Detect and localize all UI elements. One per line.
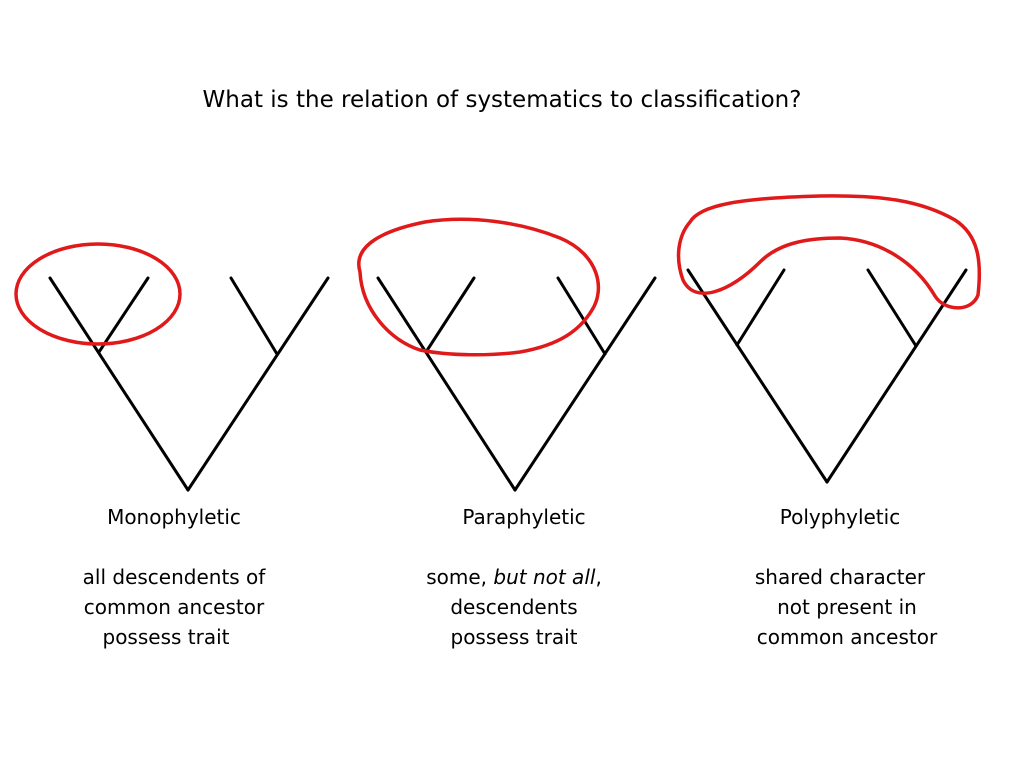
para-description-line-3: possess trait bbox=[450, 625, 578, 649]
heading-monophyletic: Monophyletic bbox=[107, 505, 241, 529]
tree1-trunk-right bbox=[186, 276, 330, 492]
poly-description-line-3: common ancestor bbox=[756, 625, 938, 649]
poly-description-line-2: not present in bbox=[777, 595, 917, 619]
para-suffix: , bbox=[595, 565, 602, 589]
tree1-branch-right bbox=[229, 276, 279, 356]
poly-description-line-1: shared character bbox=[754, 565, 926, 589]
monophyletic-highlight-ellipse bbox=[14, 242, 182, 346]
tree2-trunk-right bbox=[513, 276, 657, 492]
tree1-branch-left bbox=[97, 276, 150, 354]
para-description-line-2: descendents bbox=[450, 595, 578, 619]
tree-monophyletic bbox=[48, 276, 330, 492]
tree3-branch-left bbox=[735, 268, 786, 347]
tree3-branch-right bbox=[866, 268, 918, 348]
slide-title: What is the relation of systematics to c… bbox=[202, 87, 802, 113]
para-prefix: some, bbox=[426, 565, 494, 589]
tree3-trunk-right bbox=[825, 268, 968, 484]
heading-paraphyletic: Paraphyletic bbox=[462, 505, 586, 529]
para-description-line-1: some, but not all, bbox=[364, 562, 664, 592]
tree-paraphyletic bbox=[376, 276, 657, 492]
paraphyletic-highlight-loop bbox=[357, 217, 601, 357]
para-emphasis: but not all bbox=[493, 565, 596, 589]
tree1-trunk-left bbox=[48, 276, 190, 492]
tree2-trunk-left bbox=[376, 276, 517, 492]
caption-paraphyletic: Paraphyletic some, but not all, descende… bbox=[364, 502, 664, 652]
caption-monophyletic: Monophyletic all descendents of common a… bbox=[24, 502, 324, 652]
tree2-branch-right bbox=[556, 276, 607, 356]
tree-polyphyletic bbox=[686, 268, 968, 484]
heading-polyphyletic: Polyphyletic bbox=[779, 505, 901, 529]
tree2-branch-left bbox=[424, 276, 476, 354]
mono-description-line-2: common ancestor bbox=[83, 595, 265, 619]
mono-description-line-3: possess trait bbox=[102, 625, 230, 649]
polyphyletic-highlight-loop bbox=[676, 194, 982, 310]
tree3-trunk-left bbox=[686, 268, 829, 484]
caption-polyphyletic: Polyphyletic shared character not presen… bbox=[690, 502, 990, 652]
mono-description-line-1: all descendents of bbox=[82, 565, 266, 589]
